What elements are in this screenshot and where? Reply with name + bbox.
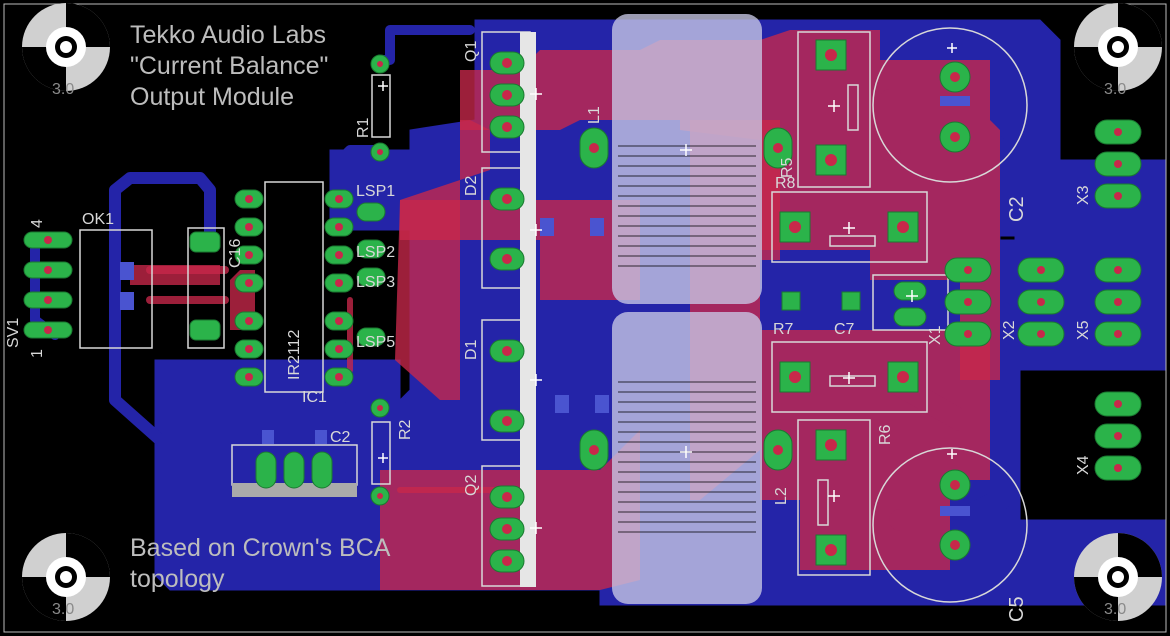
label-ic1: IC1 (302, 389, 327, 406)
label-lsp1: LSP1 (356, 183, 395, 200)
label-r1: R1 (355, 117, 372, 138)
label-q2: Q2 (463, 475, 480, 496)
footer-line-1: Based on Crown's BCA (130, 534, 391, 562)
label-x5: X5 (1075, 320, 1092, 340)
title-line-2: "Current Balance" (130, 52, 328, 80)
label-c5: C5 (1006, 596, 1028, 622)
inductor-keepout-areas (612, 14, 762, 604)
label-x4: X4 (1075, 455, 1092, 475)
label-x1: X1 (927, 325, 944, 345)
label-ok1: OK1 (82, 211, 114, 228)
title-line-3: Output Module (130, 83, 294, 111)
board-outline (3, 3, 1167, 633)
label-x2: X2 (1001, 320, 1018, 340)
label-x3: X3 (1075, 185, 1092, 205)
label-r8: R8 (775, 175, 796, 192)
mounting-hole-top-right (1074, 3, 1162, 91)
inductor-windings (618, 145, 756, 533)
heatsink-bar-q (520, 32, 536, 587)
label-c2-cap: C2 (1006, 196, 1028, 222)
label-d2: D2 (463, 175, 480, 196)
footer-line-2: topology (130, 565, 225, 593)
smd-pads (120, 96, 970, 516)
board-notes: Tekko Audio Labs "Current Balance" Outpu… (130, 21, 391, 593)
label-r5: R5 (779, 157, 796, 178)
label-r2: R2 (397, 419, 414, 440)
title-line-1: Tekko Audio Labs (130, 21, 326, 49)
label-lsp5: LSP5 (356, 334, 395, 351)
label-l1: L1 (586, 106, 603, 124)
label-ic-value: IR2112 (286, 329, 303, 380)
label-sv1-pin4: 4 (29, 219, 46, 228)
silkscreen-labels: Q1 D2 D1 Q2 L1 L2 R1 R2 R5 R8 R6 R7 C7 C… (5, 41, 1126, 622)
origin-crosses (378, 43, 957, 534)
label-lsp3: LSP3 (356, 274, 395, 291)
label-c16: C16 (227, 239, 244, 268)
square-pads (779, 39, 919, 566)
mounting-hole-bottom-right (1074, 533, 1162, 621)
label-r6: R6 (877, 424, 894, 445)
label-c2-small: C2 (330, 429, 351, 446)
mounting-hole-label-tr: 3.0 (1104, 81, 1126, 98)
mounting-hole-bottom-left (22, 533, 110, 621)
label-d1: D1 (463, 339, 480, 360)
label-l2: L2 (773, 487, 790, 505)
label-sv1: SV1 (5, 318, 22, 348)
label-q1: Q1 (463, 41, 480, 62)
drill-holes (44, 49, 1122, 566)
label-c7: C7 (834, 321, 855, 338)
mounting-hole-label-bl: 3.0 (52, 601, 74, 618)
mounting-hole-label-br: 3.0 (1104, 601, 1126, 618)
label-lsp2: LSP2 (356, 244, 395, 261)
mounting-hole-top-left (22, 3, 110, 91)
label-r7: R7 (773, 321, 794, 338)
label-sv1-pin1: 1 (29, 349, 46, 358)
mounting-hole-label-tl: 3.0 (52, 81, 74, 98)
